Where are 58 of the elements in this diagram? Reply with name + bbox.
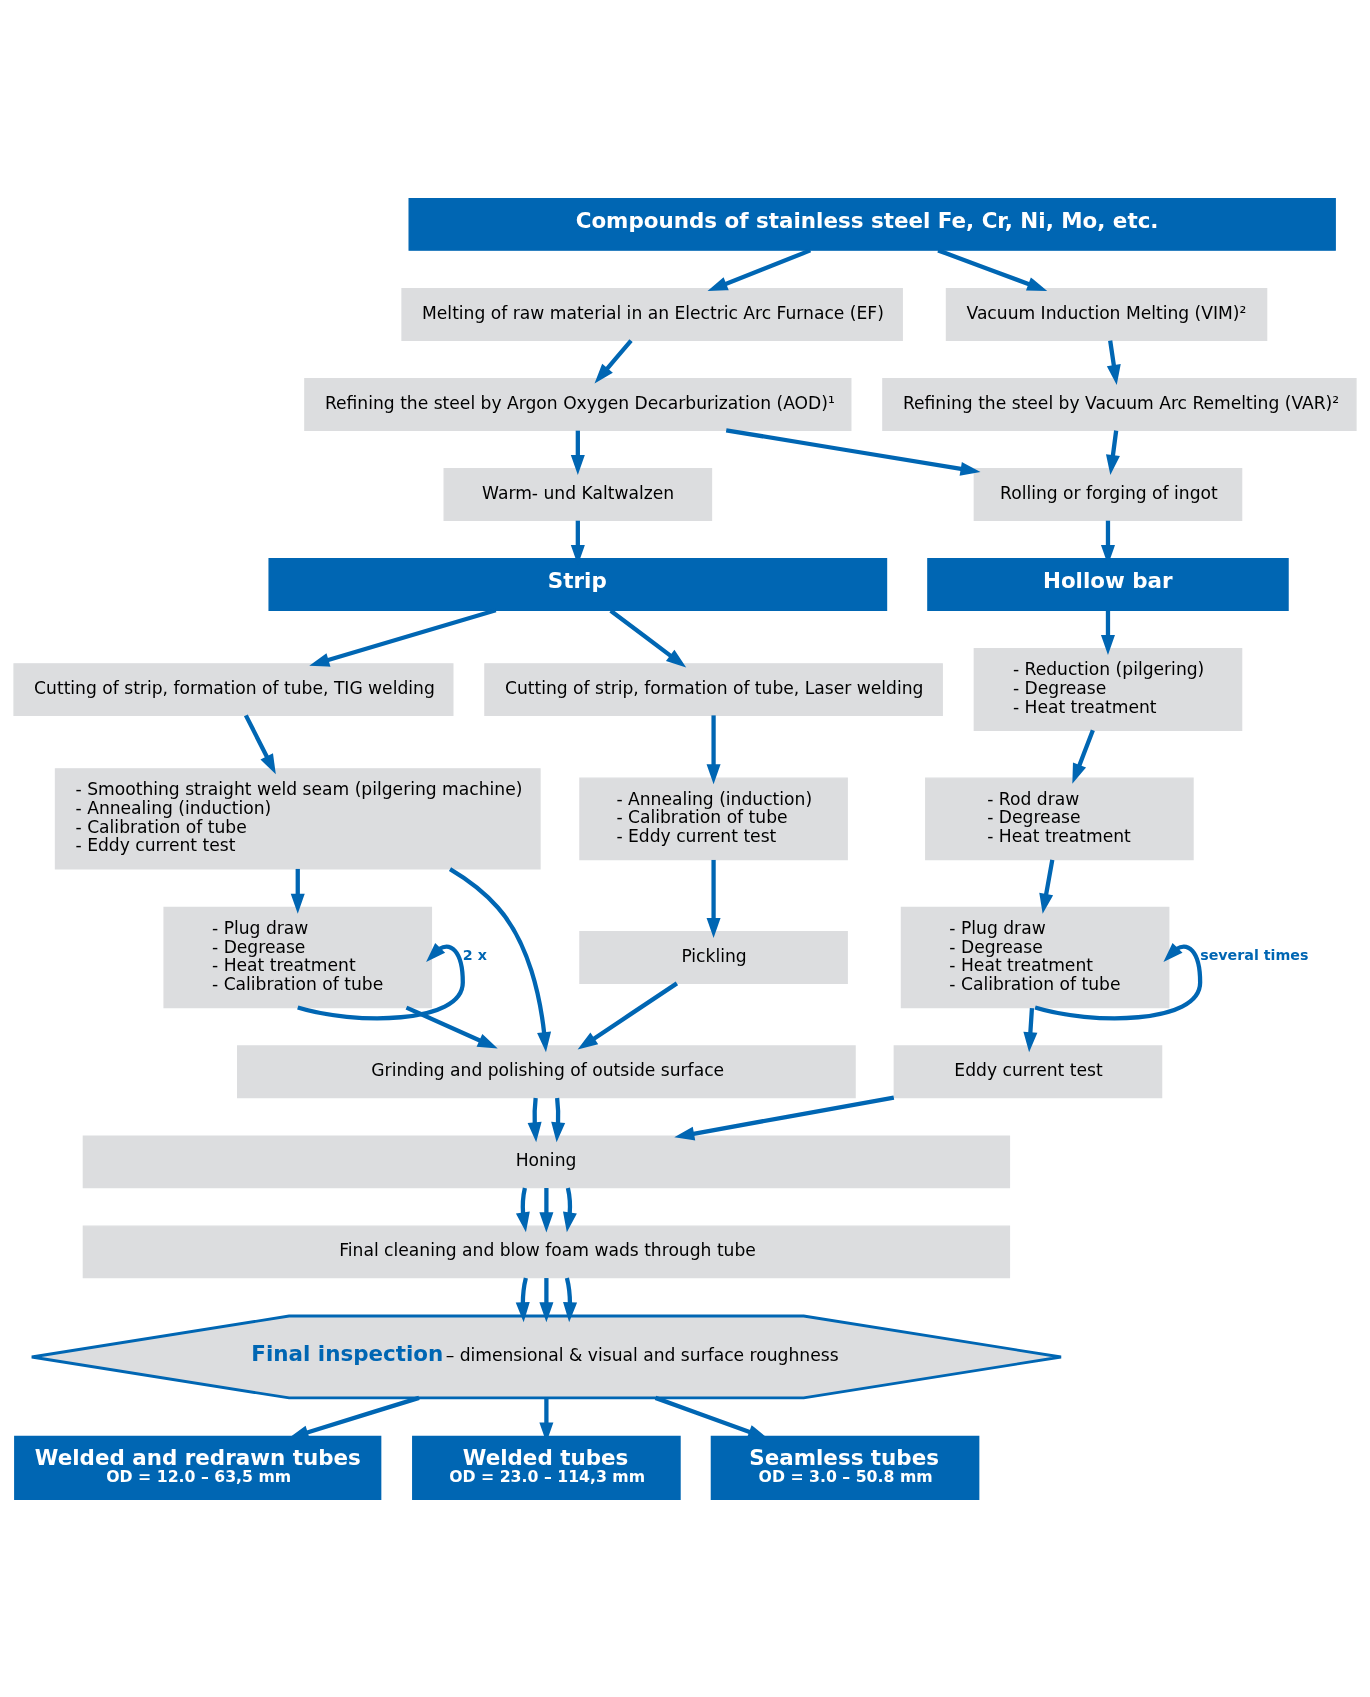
node-box: - Annealing (induction) - Calibration of tube - Eddy current test (579, 776, 848, 860)
node-box: Compounds of stainless steel Fe, Cr, Ni, Mo, etc. (408, 197, 1336, 251)
arrow (515, 1187, 530, 1232)
node-box: - Reduction (pilgering) - Degrease - Heat treatment (973, 647, 1243, 731)
node-box: Grinding and polishing of outside surface (237, 1044, 856, 1098)
node-box: Refining the steel by Argon Oxygen Decarburization (AOD)¹ (304, 377, 852, 431)
node-box: Strip (268, 557, 888, 611)
node-box: Welded and redrawn tubes OD = 12.0 – 63,5 mm (14, 1435, 382, 1500)
edge-label: 2 x (462, 946, 487, 963)
arrow (297, 942, 465, 1020)
arrow (539, 1187, 554, 1232)
arrow (290, 868, 305, 914)
node-box: Cutting of strip, formation of tube, TIG welding (13, 662, 454, 716)
arrow (609, 608, 687, 668)
node-box: Eddy current test (893, 1044, 1163, 1098)
node-box: - Plug draw - Degrease - Heat treatment - Calibration of tube (900, 906, 1170, 1008)
arrow (563, 1277, 578, 1322)
arrow (1105, 429, 1120, 475)
arrow (1023, 1007, 1038, 1052)
arrow (706, 859, 721, 938)
arrow (594, 338, 633, 383)
node-box: Cutting of strip, formation of tube, Laser welding (484, 662, 943, 716)
arrow (1034, 942, 1203, 1020)
node-box: Pickling (579, 930, 848, 984)
arrow (1106, 339, 1121, 385)
node-box: Final cleaning and blow foam wads through tube (82, 1224, 1011, 1278)
node-box: Welded tubes OD = 23.0 – 114,3 mm (412, 1435, 681, 1500)
arrow (1100, 610, 1115, 655)
arrow (539, 1277, 554, 1322)
node-box: Vacuum Induction Melting (VIM)² (945, 287, 1268, 341)
node-box: - Rod draw - Degrease - Heat treatment (925, 776, 1194, 860)
edge-label: several times (1200, 946, 1309, 963)
node-box: Warm- und Kaltwalzen (443, 467, 713, 521)
arrow (570, 430, 585, 475)
node-box: Refining the steel by Vacuum Arc Remelting (VAR)² (882, 377, 1357, 431)
arrow (707, 247, 812, 291)
node-box: Hollow bar (927, 557, 1289, 611)
node-box: Honing (82, 1134, 1011, 1188)
arrow (448, 866, 552, 1052)
arrow (405, 1005, 498, 1049)
arrow (1072, 729, 1095, 784)
node-box: Seamless tubes OD = 3.0 – 50.8 mm (710, 1435, 980, 1500)
node-box: Melting of raw material in an Electric Arc Furnace (EF) (401, 287, 903, 341)
node-box: - Plug draw - Degrease - Heat treatment - Calibration of tube (163, 906, 433, 1008)
arrow (725, 427, 981, 476)
arrow (515, 1277, 530, 1322)
arrow (243, 713, 276, 774)
node-box: Rolling or forging of ingot (973, 467, 1243, 521)
arrow (527, 1097, 542, 1142)
arrow (937, 247, 1048, 291)
arrow (1039, 859, 1055, 914)
arrow (563, 1187, 577, 1232)
arrow (551, 1097, 566, 1142)
arrow (288, 1395, 420, 1439)
arrow (674, 1094, 895, 1141)
arrow (706, 714, 721, 784)
arrow (577, 981, 679, 1050)
node-box: - Smoothing straight weld seam (pilgering machine) - Annealing (induction) - Calibration of tube - Eddy current test (54, 767, 541, 870)
